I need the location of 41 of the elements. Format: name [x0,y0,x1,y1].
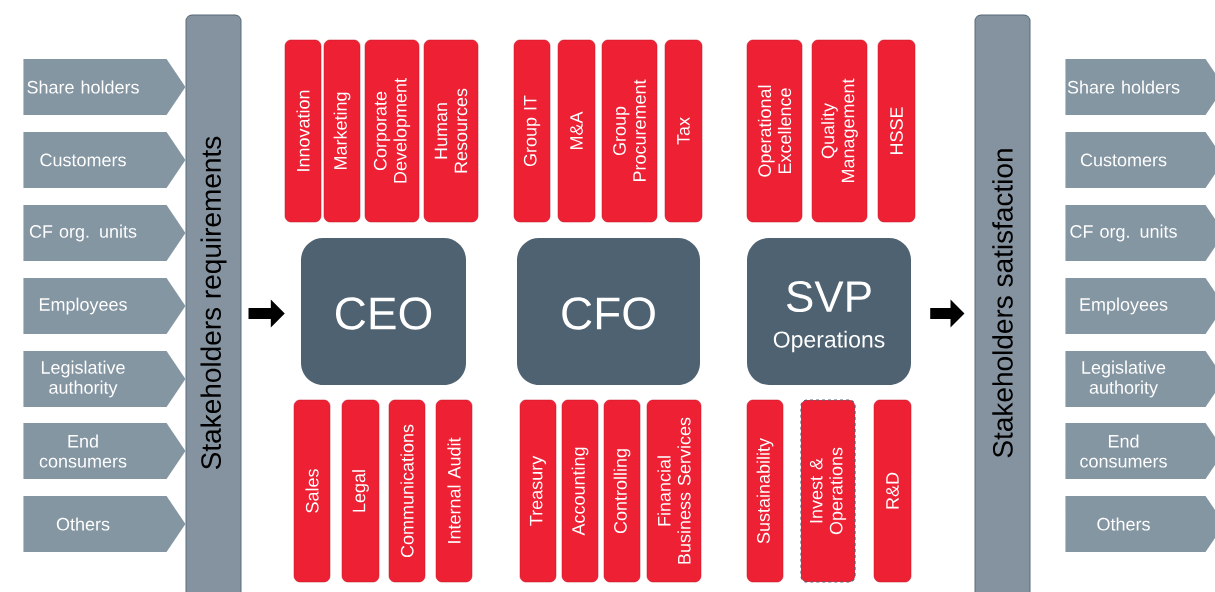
stakeholder-bar: Stakeholders requirements [185,14,242,592]
executive-box: SVP Operations [747,238,911,385]
function-box: M&A [557,39,596,223]
function-box: Innovation [284,39,322,223]
function-box: HSSE [877,39,916,223]
function-box: Invest & Operations [800,399,856,583]
stakeholder-box: Customers [23,132,186,188]
function-box: Quality Management [811,39,868,223]
function-box: Sustainability [746,399,784,583]
function-box: Human Resources [423,39,479,223]
function-box: Tax [664,39,703,223]
function-box: Treasury [519,399,557,583]
function-box: Financial Business Services [646,399,702,583]
stakeholder-box: Legislative authority [1065,351,1215,407]
stakeholder-box: Share holders [23,59,186,115]
stakeholder-box: CF org. units [1065,205,1215,261]
executive-box: CFO [517,238,700,385]
stakeholder-box: Legislative authority [23,351,186,407]
function-box: Accounting [561,399,599,583]
function-box: Operational Excellence [746,39,803,223]
function-box: Corporate Development [364,39,420,223]
stakeholder-box: Others [23,496,186,552]
stakeholder-box: End consumers [23,423,186,479]
function-box: Internal Audit [435,399,473,583]
function-box: Marketing [323,39,361,223]
stakeholder-box: Employees [23,278,186,334]
stakeholder-box: Share holders [1065,59,1215,115]
function-box: Group IT [513,39,551,223]
executive-box: CEO [301,238,466,385]
function-box: Legal [341,399,380,583]
stakeholder-bar: Stakeholders satisfaction [974,14,1031,592]
stakeholder-box: Customers [1065,132,1215,188]
stakeholder-box: Employees [1065,278,1215,334]
stakeholder-box: End consumers [1065,423,1215,479]
function-box: R&D [873,399,912,583]
function-box: Group Procurement [601,39,658,223]
stakeholder-box: Others [1065,496,1215,552]
stakeholder-box: CF org. units [23,205,186,261]
function-box: Sales [293,399,331,583]
function-box: Communications [388,399,426,583]
function-box: Controlling [603,399,641,583]
